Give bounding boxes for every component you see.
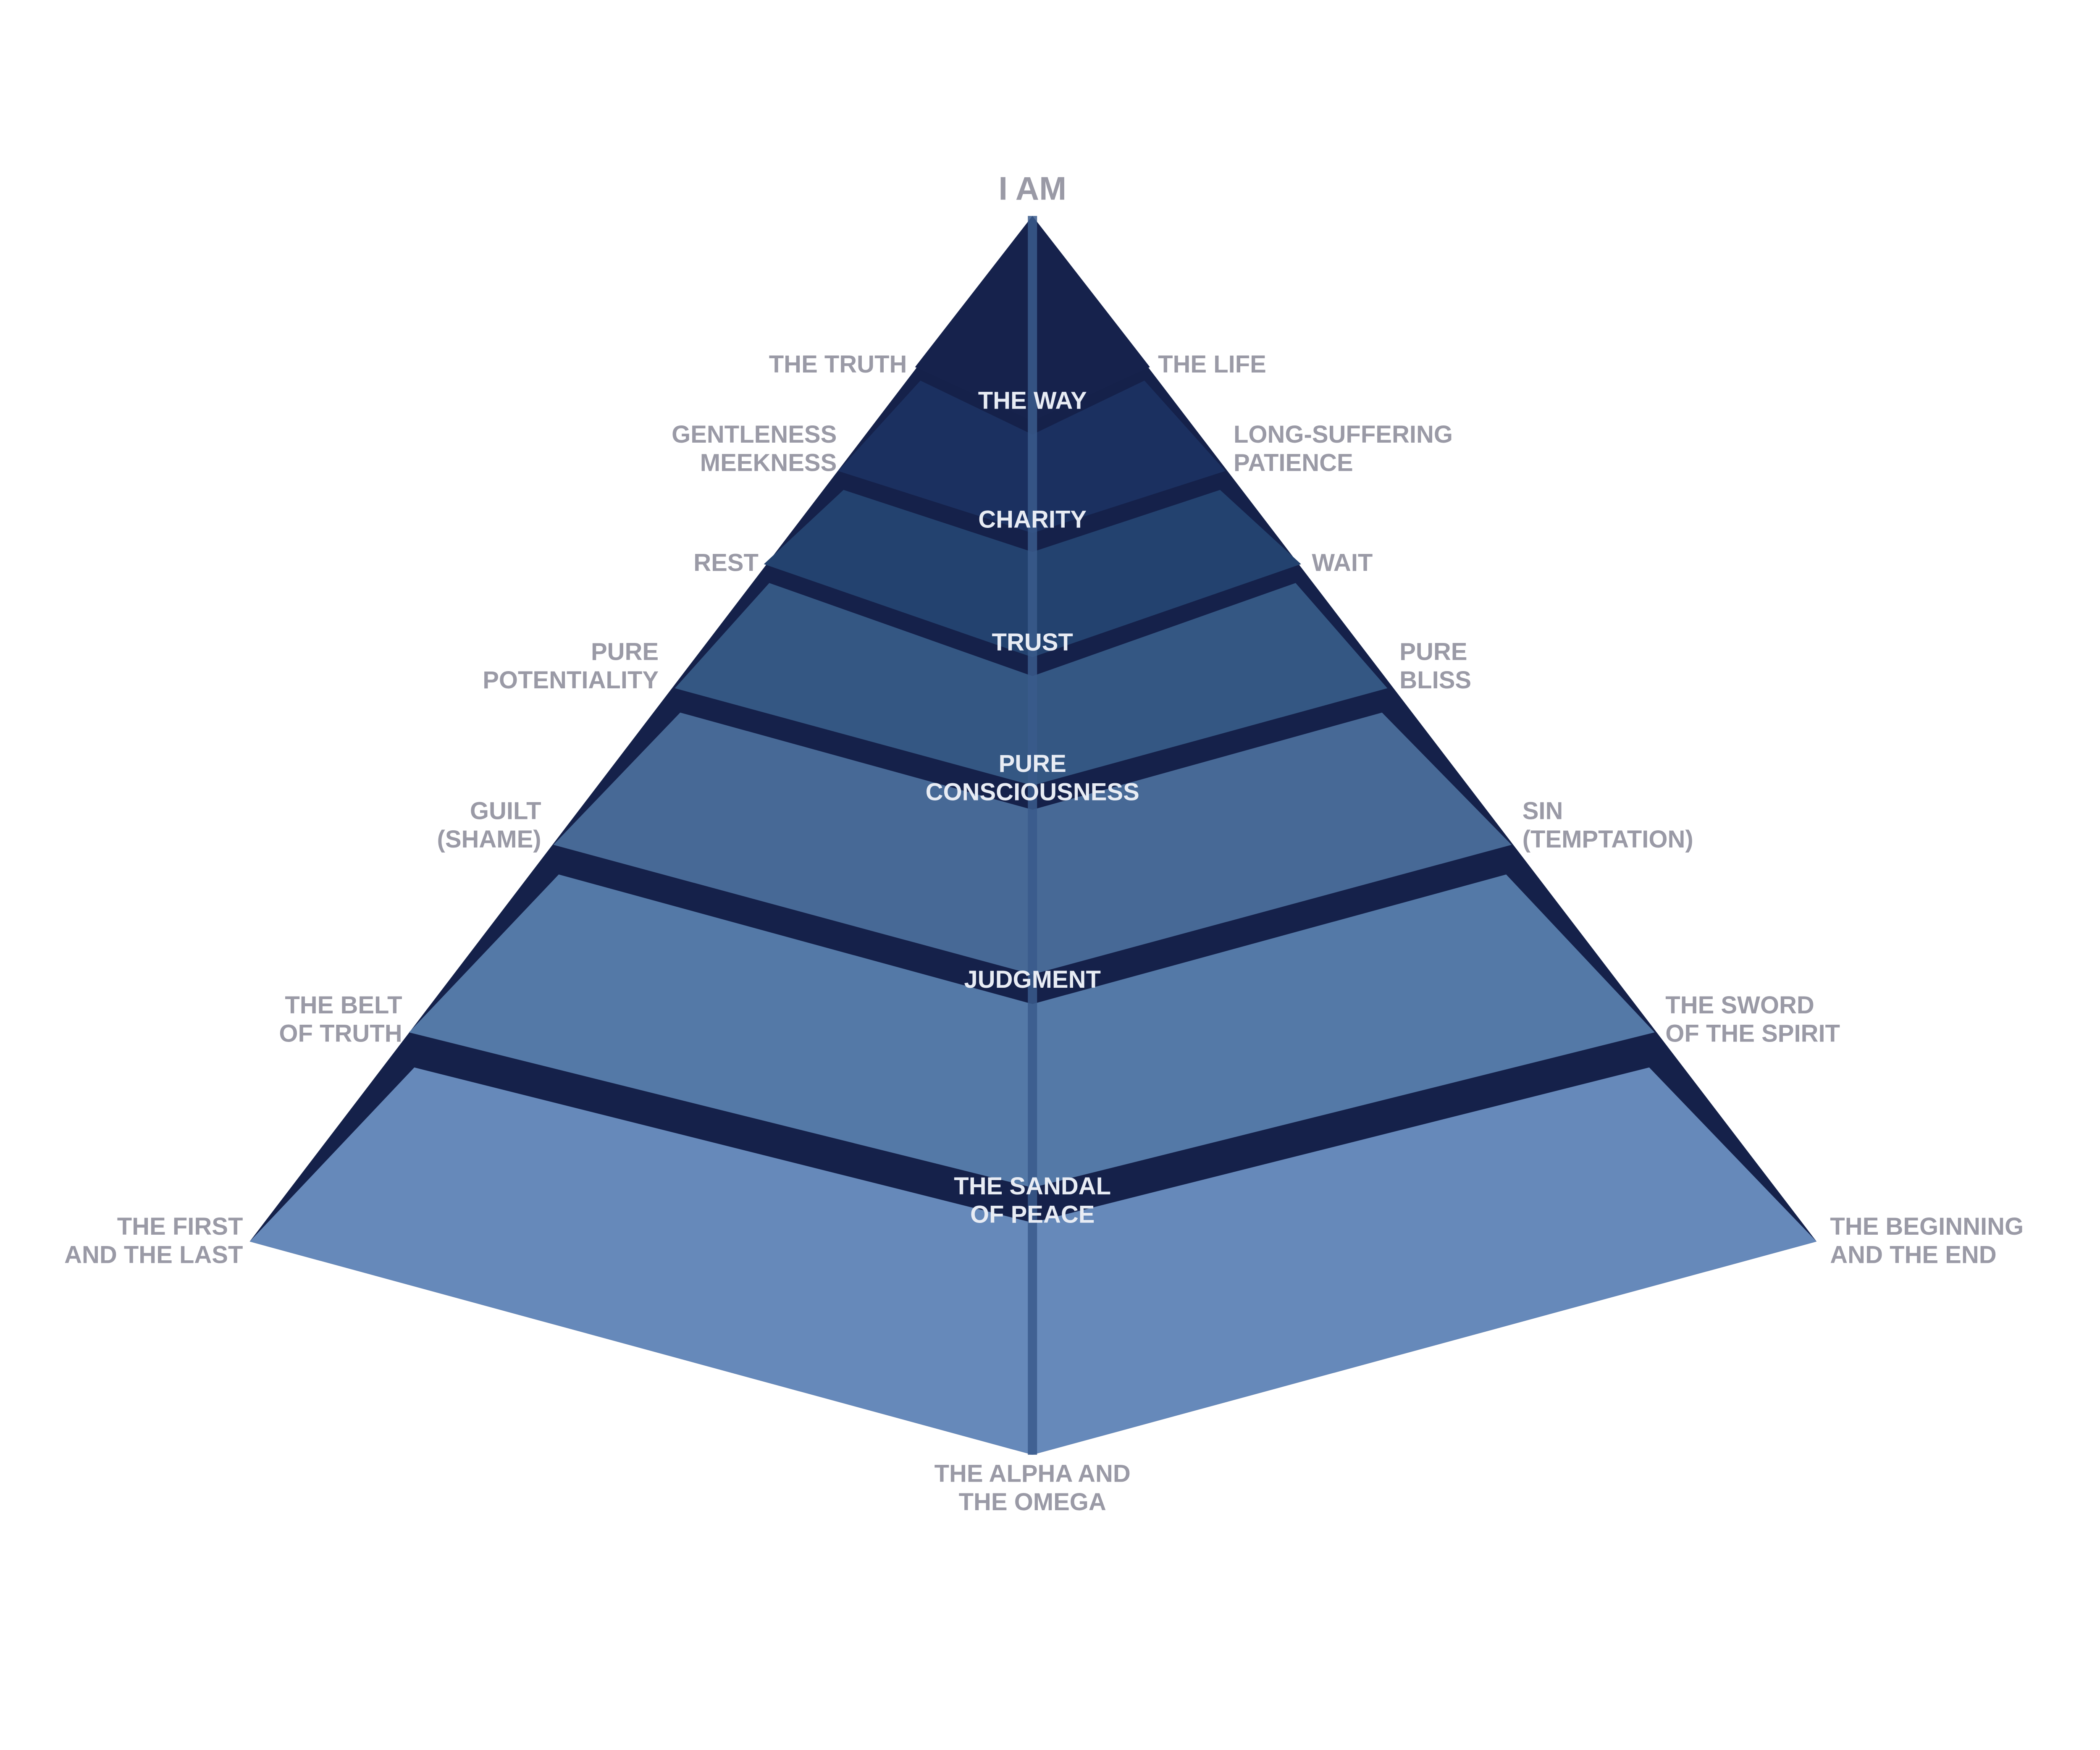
center-label-5: JUDGMENT [964,966,1100,993]
center-label-2: CHARITY [978,506,1087,533]
right-label-2-line: PATIENCE [1234,449,1353,477]
right-label-3: WAIT [1312,549,1373,576]
right-label-4-line: PURE [1399,638,1467,665]
right-label-4-line: BLISS [1399,666,1471,694]
right-label-6-line: THE SWORD [1665,992,1814,1019]
left-label-4-line: PURE [591,638,659,665]
left-label-2-line: GENTLENESS [672,421,837,448]
left-label-5-line: GUILT [470,798,541,825]
center-label-1-line: THE WAY [978,387,1087,415]
center-label-5-line: JUDGMENT [964,966,1100,993]
center-label-6-line: THE SANDAL [954,1173,1111,1200]
pyramid-tiers [249,216,1817,1455]
bottom-label-line: THE ALPHA AND [934,1460,1131,1487]
right-label-5-line: SIN [1522,798,1563,825]
left-label-4-line: POTENTIALITY [483,666,659,694]
left-label-7-line: AND THE LAST [64,1241,243,1269]
left-label-3-line: REST [693,549,759,576]
apex-label: I AM [998,170,1066,207]
right-label-5: SIN(TEMPTATION) [1522,798,1693,853]
left-label-1: THE TRUTH [769,351,907,378]
left-label-5: GUILT(SHAME) [437,798,541,853]
center-label-3-line: TRUST [992,629,1073,656]
right-label-7-line: AND THE END [1830,1241,1996,1269]
left-label-7-line: THE FIRST [117,1213,243,1240]
center-label-4-line: CONSCIOUSNESS [926,779,1139,806]
center-label-3: TRUST [992,629,1073,656]
left-label-6-line: THE BELT [285,992,402,1019]
right-label-6-line: OF THE SPIRIT [1665,1020,1840,1047]
left-label-2-line: MEEKNESS [700,449,837,477]
right-label-5-line: (TEMPTATION) [1522,826,1693,853]
right-label-2-line: LONG-SUFFERING [1234,421,1453,448]
center-label-2-line: CHARITY [978,506,1087,533]
left-label-5-line: (SHAME) [437,826,541,853]
left-label-1-line: THE TRUTH [769,351,907,378]
bottom-label-line: THE OMEGA [959,1488,1106,1516]
left-label-6-line: OF TRUTH [279,1020,402,1047]
left-label-3: REST [693,549,759,576]
center-label-1: THE WAY [978,387,1087,415]
center-label-6-line: OF PEACE [970,1201,1095,1228]
right-label-3-line: WAIT [1312,549,1373,576]
right-label-7-line: THE BEGINNING [1830,1213,2024,1240]
right-label-1-line: THE LIFE [1158,351,1266,378]
right-label-1: THE LIFE [1158,351,1266,378]
center-label-4-line: PURE [999,750,1066,777]
